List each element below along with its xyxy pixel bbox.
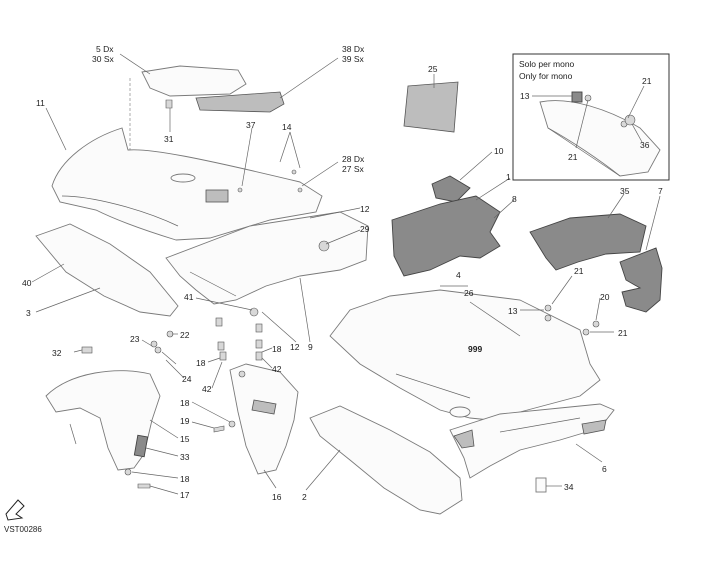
callout-41: 41 <box>184 292 194 302</box>
part-7-side-bracket <box>619 247 663 313</box>
callout-38-dx: 38 Dx <box>342 44 365 54</box>
callout-25: 25 <box>428 64 438 74</box>
callout-30-sx: 30 Sx <box>92 54 114 64</box>
part-34-clip <box>535 477 547 493</box>
part-33-mudguard-strip <box>133 434 149 458</box>
callout-13: 13 <box>508 306 518 316</box>
part-seat-cowl <box>129 65 247 190</box>
inset-callout-21-top: 21 <box>642 76 652 86</box>
callout-24: 24 <box>182 374 192 384</box>
part-seat-decal <box>195 91 285 113</box>
callout-31: 31 <box>164 134 174 144</box>
callout-20: 20 <box>600 292 610 302</box>
callout-18-d: 18 <box>180 474 190 484</box>
callout-21-lower: 21 <box>618 328 628 338</box>
figure-footer: VST00286 <box>4 499 42 534</box>
inset-callout-13: 13 <box>520 91 530 101</box>
callout-32: 32 <box>52 348 62 358</box>
callout-18-a: 18 <box>196 358 206 368</box>
part-inner-heat-shield <box>391 195 501 277</box>
hardware-screws-group <box>81 169 600 493</box>
callout-12-lower: 12 <box>290 342 300 352</box>
callout-26: 26 <box>464 288 474 298</box>
callout-8: 8 <box>512 194 517 204</box>
callout-42-a: 42 <box>202 384 212 394</box>
part-32-grommet <box>81 346 93 354</box>
part-35-panel <box>529 213 647 271</box>
callout-7: 7 <box>658 186 663 196</box>
callout-15: 15 <box>180 434 190 444</box>
callout-23: 23 <box>130 334 140 344</box>
callout-27-sx: 27 Sx <box>342 164 364 174</box>
leader-lines <box>31 53 661 495</box>
part-front-mudguard <box>45 370 161 471</box>
part-upper-fairing <box>51 127 323 241</box>
callout-labels: 5 Dx 30 Sx 38 Dx 39 Sx 11 31 37 14 28 Dx… <box>22 44 663 502</box>
fairing-decal-text: 999 <box>468 344 482 354</box>
callout-39-sx: 39 Sx <box>342 54 364 64</box>
part-left-side-panel <box>35 223 179 317</box>
figure-code: VST00286 <box>4 525 42 534</box>
part-37-vent <box>205 189 229 203</box>
part-16-belly-insert <box>229 363 299 475</box>
callout-9: 9 <box>308 342 313 352</box>
callout-22: 22 <box>180 330 190 340</box>
callout-10: 10 <box>494 146 504 156</box>
inset-mono-box: Solo per mono Only for mono 13 21 21 36 <box>512 53 670 181</box>
inset-callout-21-bottom: 21 <box>568 152 578 162</box>
inset-title-italian: Solo per mono <box>519 59 575 69</box>
part-10-bracket <box>431 175 471 203</box>
callout-6: 6 <box>602 464 607 474</box>
callout-12-upper: 12 <box>360 204 370 214</box>
callout-11: 11 <box>36 98 45 108</box>
part-lower-belly-pan <box>449 403 615 479</box>
callout-18-b: 18 <box>272 344 282 354</box>
inset-part-13 <box>571 91 583 103</box>
callout-28-dx: 28 Dx <box>342 154 365 164</box>
part-decal-sheet <box>403 81 459 133</box>
callout-40: 40 <box>22 278 32 288</box>
callout-5-dx: 5 Dx <box>96 44 114 54</box>
callout-18-c: 18 <box>180 398 190 408</box>
callout-14: 14 <box>282 122 292 132</box>
callout-2: 2 <box>302 492 307 502</box>
inset-callout-36: 36 <box>640 140 650 150</box>
callout-33: 33 <box>180 452 190 462</box>
callout-4: 4 <box>456 270 461 280</box>
front-direction-arrow-icon <box>5 499 25 521</box>
part-lower-fairing <box>309 405 463 515</box>
callout-29: 29 <box>360 224 370 234</box>
callout-16: 16 <box>272 492 282 502</box>
callout-42-b: 42 <box>272 364 282 374</box>
callout-21-right: 21 <box>574 266 584 276</box>
callout-17: 17 <box>180 490 190 500</box>
callout-37: 37 <box>246 120 256 130</box>
callout-3: 3 <box>26 308 31 318</box>
callout-1: 1 <box>506 172 511 182</box>
callout-19: 19 <box>180 416 190 426</box>
inset-title-english: Only for mono <box>519 71 573 81</box>
part-main-side-fairing: 999 <box>329 289 601 421</box>
callout-34: 34 <box>564 482 574 492</box>
callout-35: 35 <box>620 186 630 196</box>
